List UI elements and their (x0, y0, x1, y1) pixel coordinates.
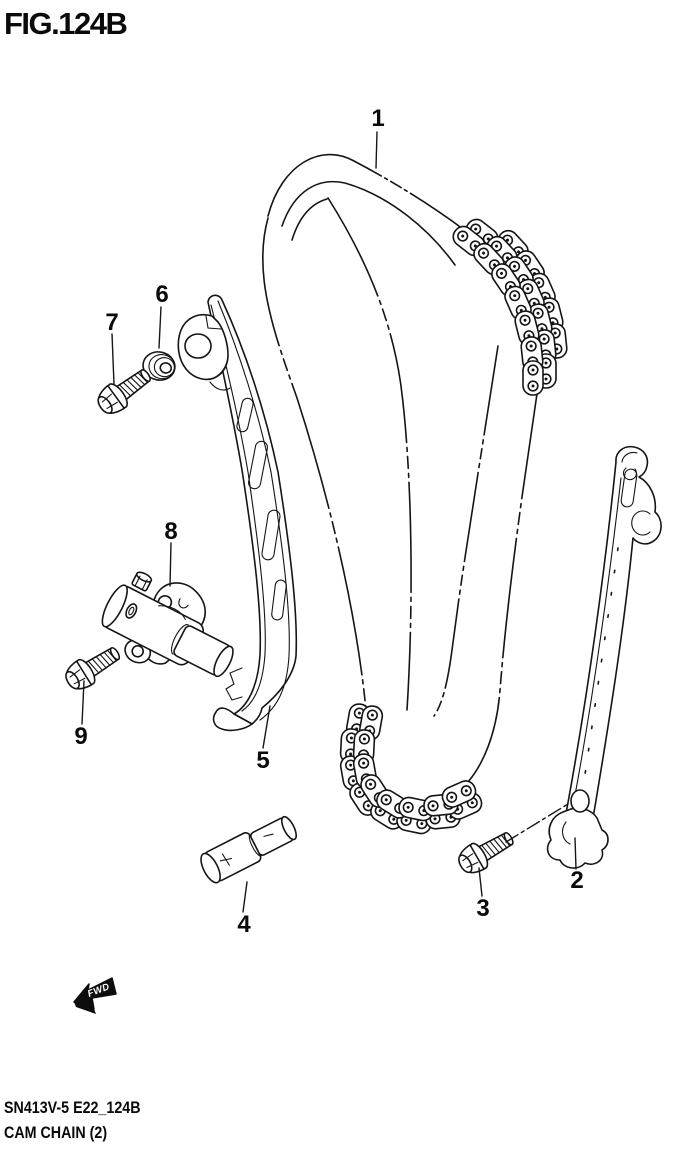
fwd-arrow: FWD (73, 977, 117, 1014)
part-callout-3: 3 (476, 895, 490, 922)
callout-leader-lines (81, 131, 577, 913)
chain-guide (546, 445, 662, 869)
chain-tension-guide (177, 294, 298, 732)
part-callout-7: 7 (105, 309, 119, 336)
part-callout-5: 5 (256, 747, 270, 774)
part-callout-8: 8 (164, 518, 178, 545)
cam-chain-upper-links (448, 214, 569, 396)
bolt-3 (453, 824, 520, 880)
part-callout-1: 1 (371, 105, 385, 132)
cam-chain-outline (262, 153, 540, 783)
figure-model-code: SN413V-5 E22_124B (4, 1098, 141, 1117)
bolt-9 (60, 639, 126, 696)
pin (200, 815, 298, 884)
tensioner-lock-nut (131, 571, 153, 592)
part-callout-9: 9 (74, 723, 88, 750)
cam-chain-lower-links (338, 701, 486, 837)
part-callout-6: 6 (155, 281, 169, 308)
figure-caption: CAM CHAIN (2) (4, 1123, 108, 1142)
cam-chain-tensioner (101, 571, 234, 678)
washer (142, 351, 176, 381)
part-callout-4: 4 (237, 911, 251, 938)
part-callout-2: 2 (570, 867, 584, 894)
figure-title: FIG.124B (4, 6, 128, 41)
